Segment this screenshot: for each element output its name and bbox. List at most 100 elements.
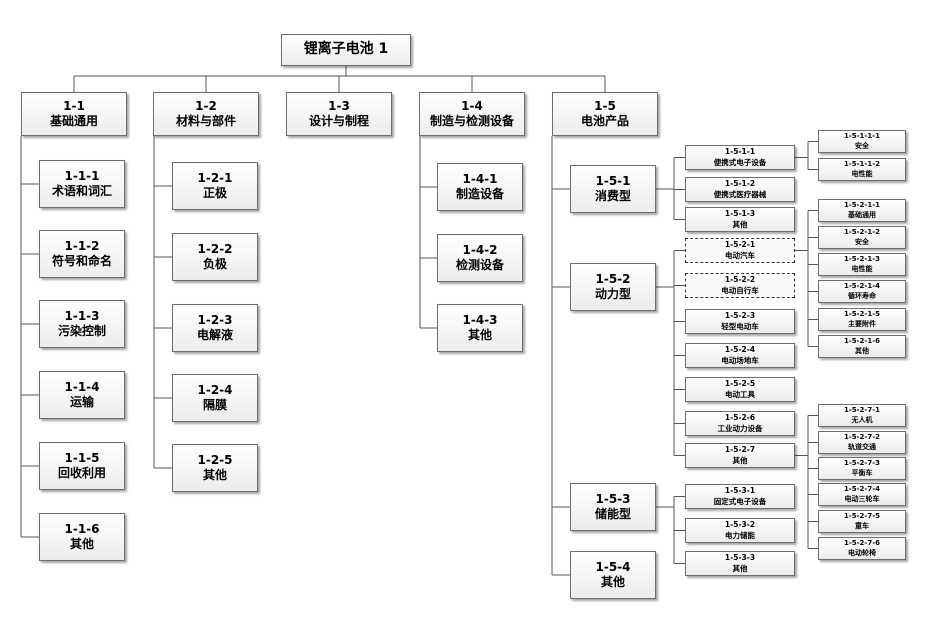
node-1-5-2-1-1[interactable]: 1-5-2-1-1 基础通用 [818, 199, 906, 222]
node-name: 轻型电动车 [721, 321, 759, 331]
node-1-5-2-7-4[interactable]: 1-5-2-7-4 电动三轮车 [818, 483, 906, 506]
node-name: 其他 [600, 575, 625, 589]
node-code: 1-1-3 [64, 309, 100, 323]
node-1-5-2-7-5[interactable]: 1-5-2-7-5 童车 [818, 510, 906, 533]
node-1-5-2-7-1[interactable]: 1-5-2-7-1 无人机 [818, 404, 906, 427]
node-code: 1-5-2-7-5 [844, 512, 880, 521]
node-1-5-2-1[interactable]: 1-5-2-1 电动汽车 [685, 238, 795, 263]
node-name: 隔膜 [202, 398, 227, 412]
node-1-5-2-4[interactable]: 1-5-2-4 电动场地车 [685, 343, 795, 368]
node-1-2-2[interactable]: 1-2-2 负极 [172, 233, 258, 281]
node-code: 1-5-3 [595, 492, 631, 506]
node-1-5-3-2[interactable]: 1-5-3-2 电力储能 [685, 518, 795, 543]
root-node[interactable]: 锂离子电池 1 [281, 34, 411, 66]
node-1-1-4[interactable]: 1-1-4 运输 [39, 371, 125, 419]
node-name: 符号和命名 [51, 254, 112, 268]
node-code: 1-1-1 [64, 169, 100, 183]
node-1-5-4[interactable]: 1-5-4 其他 [570, 551, 656, 599]
node-code: 1-5-3-1 [724, 486, 756, 496]
node-1-5-2-6[interactable]: 1-5-2-6 工业动力设备 [685, 411, 795, 436]
node-1-5-2[interactable]: 1-5-2 动力型 [570, 263, 656, 311]
node-code: 1-5-2-7-3 [844, 459, 880, 468]
node-name: 其他 [732, 455, 748, 465]
node-code: 1-5-3-3 [724, 553, 756, 563]
node-1-2-3[interactable]: 1-2-3 电解液 [172, 304, 258, 352]
node-name: 其他 [732, 563, 748, 573]
node-code: 1-5-2-6 [724, 413, 756, 423]
node-name: 平衡车 [851, 468, 873, 477]
node-1-1-1[interactable]: 1-1-1 术语和词汇 [39, 160, 125, 208]
node-name: 电力储能 [725, 530, 755, 540]
node-code: 1-1-4 [64, 380, 100, 394]
node-name: 电性能 [851, 169, 873, 178]
node-name: 安全 [855, 237, 869, 246]
node-1-5-2-1-5[interactable]: 1-5-2-1-5 主要附件 [818, 308, 906, 331]
node-1-5-2-1-4[interactable]: 1-5-2-1-4 循环寿命 [818, 280, 906, 303]
node-name: 工业动力设备 [717, 423, 763, 433]
category-1-5[interactable]: 1-5 电池产品 [552, 92, 658, 136]
node-1-4-1[interactable]: 1-4-1 制造设备 [437, 163, 523, 211]
category-1-2[interactable]: 1-2 材料与部件 [153, 92, 259, 136]
node-1-5-2-7-2[interactable]: 1-5-2-7-2 轨道交通 [818, 431, 906, 454]
node-1-5-2-5[interactable]: 1-5-2-5 电动工具 [685, 377, 795, 402]
node-code: 1-2-5 [197, 453, 233, 467]
node-code: 1-1-5 [64, 451, 100, 465]
node-1-5-2-7[interactable]: 1-5-2-7 其他 [685, 443, 795, 468]
node-name: 其他 [202, 468, 227, 482]
node-1-1-5[interactable]: 1-1-5 回收利用 [39, 442, 125, 490]
node-code: 1-5-2-7-6 [844, 539, 880, 548]
node-name: 电解液 [196, 328, 233, 342]
node-name: 电性能 [851, 264, 873, 273]
node-1-1-3[interactable]: 1-1-3 污染控制 [39, 300, 125, 348]
node-code: 1-5-2-2 [724, 275, 756, 285]
node-name: 其他 [69, 537, 94, 551]
node-1-5-2-7-6[interactable]: 1-5-2-7-6 电动轮椅 [818, 537, 906, 560]
node-1-5-3[interactable]: 1-5-3 储能型 [570, 483, 656, 531]
node-1-5-2-7-3[interactable]: 1-5-2-7-3 平衡车 [818, 457, 906, 480]
node-1-5-2-2[interactable]: 1-5-2-2 电动自行车 [685, 273, 795, 298]
node-1-5-1-1-1[interactable]: 1-5-1-1-1 安全 [818, 130, 906, 153]
node-code: 1-5-1-1-2 [844, 160, 880, 169]
node-code: 1-1-2 [64, 239, 100, 253]
node-1-5-1-3[interactable]: 1-5-1-3 其他 [685, 207, 795, 232]
node-name: 电动自行车 [721, 285, 759, 295]
node-1-2-4[interactable]: 1-2-4 隔膜 [172, 374, 258, 422]
node-1-5-2-1-2[interactable]: 1-5-2-1-2 安全 [818, 226, 906, 249]
node-1-5-2-3[interactable]: 1-5-2-3 轻型电动车 [685, 309, 795, 334]
node-1-5-1-1[interactable]: 1-5-1-1 便携式电子设备 [685, 145, 795, 170]
node-1-5-2-1-3[interactable]: 1-5-2-1-3 电性能 [818, 253, 906, 276]
node-code: 1-5-1-3 [724, 209, 756, 219]
node-name: 回收利用 [57, 466, 106, 480]
node-name: 安全 [855, 141, 869, 150]
node-code: 1-2-3 [197, 313, 233, 327]
node-name: 储能型 [594, 507, 631, 521]
node-1-5-2-1-6[interactable]: 1-5-2-1-6 其他 [818, 335, 906, 358]
node-code: 1-5-2-7 [724, 445, 756, 455]
category-1-1[interactable]: 1-1 基础通用 [21, 92, 127, 136]
node-1-4-2[interactable]: 1-4-2 检测设备 [437, 234, 523, 282]
node-name: 电动三轮车 [844, 494, 880, 503]
node-1-5-1-2[interactable]: 1-5-1-2 便携式医疗器械 [685, 177, 795, 202]
node-code: 1-5-2-1-1 [844, 201, 880, 210]
node-1-1-6[interactable]: 1-1-6 其他 [39, 513, 125, 561]
node-name: 轨道交通 [848, 442, 876, 451]
category-1-4[interactable]: 1-4 制造与检测设备 [419, 92, 525, 136]
node-1-5-1-1-2[interactable]: 1-5-1-1-2 电性能 [818, 158, 906, 181]
node-name: 其他 [732, 219, 748, 229]
node-code: 1-5-2-1-2 [844, 228, 880, 237]
node-1-2-5[interactable]: 1-2-5 其他 [172, 444, 258, 492]
node-1-2-1[interactable]: 1-2-1 正极 [172, 162, 258, 210]
node-1-5-3-1[interactable]: 1-5-3-1 固定式电子设备 [685, 484, 795, 509]
node-1-5-3-3[interactable]: 1-5-3-3 其他 [685, 551, 795, 576]
node-1-4-3[interactable]: 1-4-3 其他 [437, 304, 523, 352]
node-code: 1-5-2 [595, 272, 631, 286]
node-1-5-1[interactable]: 1-5-1 消费型 [570, 165, 656, 213]
node-name: 消费型 [594, 189, 631, 203]
category-1-3[interactable]: 1-3 设计与制程 [286, 92, 392, 136]
node-code: 1-5-2-1-6 [844, 337, 880, 346]
node-1-1-2[interactable]: 1-1-2 符号和命名 [39, 230, 125, 278]
node-name: 设计与制程 [308, 114, 369, 128]
node-name: 电动工具 [725, 389, 755, 399]
node-name: 制造与检测设备 [429, 114, 514, 128]
node-code: 1-2 [195, 99, 217, 113]
